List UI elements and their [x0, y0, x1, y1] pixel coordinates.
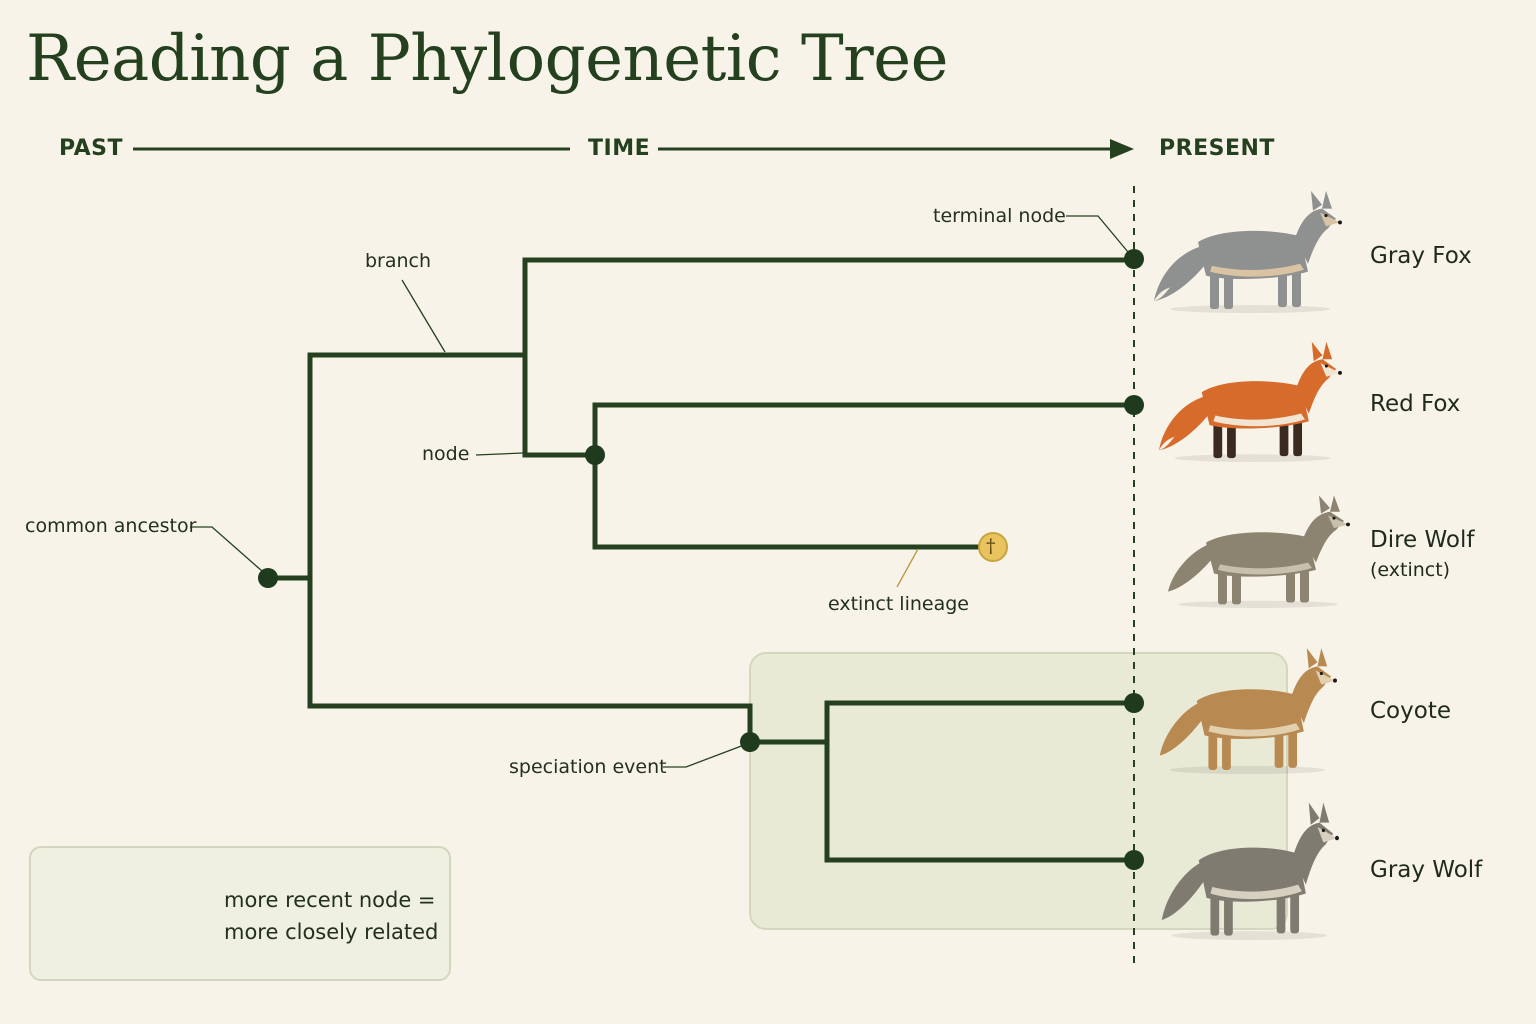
legend-line-1: more recent node =: [224, 888, 436, 912]
arrow-head-icon: [1110, 139, 1134, 159]
terminal-node-label: terminal node: [933, 205, 1066, 227]
species-note: (extinct): [1370, 559, 1451, 581]
common-ancestor-label: common ancestor: [25, 515, 197, 537]
gray-wolf-illustration: [1161, 802, 1339, 940]
annotation-leaders: [190, 215, 1129, 768]
species-label-coyote: Coyote: [1370, 698, 1451, 724]
terminal-node-coyote: [1124, 693, 1144, 713]
timeline-past-label: PAST: [59, 136, 123, 161]
page-title: Reading a Phylogenetic Tree: [26, 22, 948, 96]
extinct-lineage-label: extinct lineage: [828, 593, 969, 615]
extinct-dagger-icon: †: [986, 535, 996, 557]
legend-line-2: more closely related: [224, 920, 439, 944]
species-name: Dire Wolf: [1370, 527, 1475, 553]
species-name: Gray Wolf: [1370, 857, 1483, 883]
species-label-red-fox: Red Fox: [1370, 391, 1460, 417]
timeline-time-label: TIME: [588, 136, 651, 161]
terminal-node-red-fox: [1124, 395, 1144, 415]
terminal-node-gray-wolf: [1124, 850, 1144, 870]
tree-branches: [265, 257, 1137, 863]
timeline-arrow: [133, 139, 1134, 159]
common-ancestor-node: [258, 568, 278, 588]
terminal-node-gray-fox: [1124, 249, 1144, 269]
branch-label: branch: [365, 250, 432, 272]
red-fox-illustration: [1158, 341, 1342, 462]
legend-text: more recent node = more closely related: [224, 884, 438, 948]
speciation-node: [740, 732, 760, 752]
legend-box: more recent node = more closely related: [29, 846, 451, 981]
gray-fox-illustration: [1154, 190, 1342, 313]
timeline-present-label: PRESENT: [1159, 136, 1275, 161]
node-label: node: [422, 443, 470, 465]
species-label-gray-fox: Gray Fox: [1370, 243, 1472, 269]
coyote-illustration: [1159, 648, 1337, 774]
species-label-dire-wolf: Dire Wolf (extinct): [1370, 527, 1474, 581]
speciation-event-label: speciation event: [509, 756, 667, 778]
species-label-gray-wolf: Gray Wolf: [1370, 857, 1482, 883]
species-name: Gray Fox: [1370, 243, 1472, 269]
species-name: Coyote: [1370, 698, 1451, 724]
dire-wolf-illustration: [1168, 495, 1350, 608]
species-name: Red Fox: [1370, 391, 1461, 417]
internal-node: [585, 445, 605, 465]
extinct-marker-icon: [978, 532, 1008, 562]
